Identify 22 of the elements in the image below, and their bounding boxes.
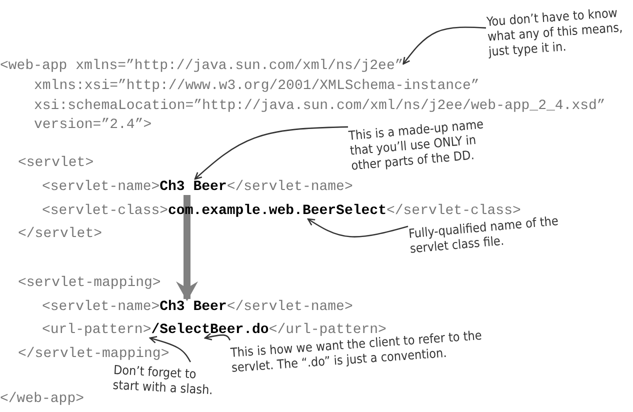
leader-arrow [204,332,231,340]
code-line: </web-app> [0,391,84,407]
leader-arrow [402,26,486,65]
handwritten-note: Don’t forget to start with a slash. [112,362,224,398]
code-line: xsi:schemaLocation=”http://java.sun.com/xml/ns/j2ee/web-app_2_4.xsd” [34,98,606,114]
leader-arrow [307,218,408,238]
handwritten-note: This is a made-up name that you’ll use ONLY in other parts of the DD. [348,114,502,173]
code-line: <url-pattern>/SelectBeer.do</url-pattern> [42,322,386,338]
handwritten-note: You don’t have to know what any of this means, just type it in. [486,4,633,59]
code-line: <web-app xmlns=”http://java.sun.com/xml/ns/j2ee” [0,58,404,74]
code-line: </servlet-mapping> [18,346,170,362]
code-line: version=”2.4”> [34,117,152,133]
code-line: <servlet> [18,155,94,171]
leader-arrow [149,336,191,362]
code-line: </servlet> [18,226,102,242]
thick-arrow [176,195,198,302]
leader-arrow [194,126,348,180]
code-line: <servlet-mapping> [18,275,161,291]
code-line: <servlet-class>com.example.web.BeerSelect</servlet-class> [42,203,521,219]
code-line: xmlns:xsi=”http://www.w3.org/2001/XMLSchema-instance” [34,78,480,94]
code-line: <servlet-name>Ch3 Beer</servlet-name> [42,299,353,315]
code-line: <servlet-name>Ch3 Beer</servlet-name> [42,179,353,195]
